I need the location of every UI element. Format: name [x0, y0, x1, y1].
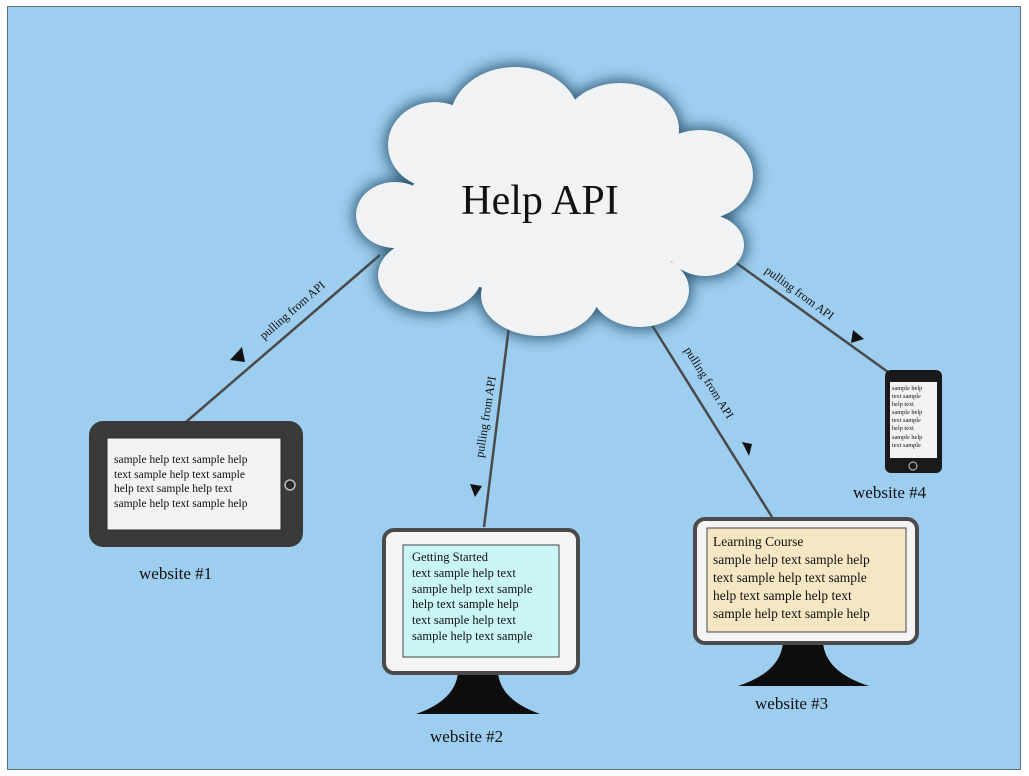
screen-heading: Getting Started — [412, 550, 489, 564]
screen-line: sample help text sample — [412, 581, 533, 596]
arrowhead-1 — [230, 347, 245, 362]
phone-device — [885, 370, 942, 473]
screen-line: help text sample help text — [713, 588, 852, 603]
website-1-caption: website #1 — [139, 564, 213, 583]
tablet-screen-text: sample help text sample help text sample… — [114, 453, 248, 511]
tablet-device — [89, 421, 303, 547]
screen-heading: Learning Course — [713, 534, 804, 549]
screen-line: text sample help text sample — [713, 570, 867, 585]
screen-line: text sample help text — [412, 565, 516, 580]
monitor-2-screen-text: Getting Started text sample help text sa… — [412, 550, 532, 645]
screen-line: text sample — [892, 393, 921, 401]
screen-line: sample help — [892, 409, 923, 417]
website-2-caption: website #2 — [430, 727, 504, 746]
screen-line: help text — [892, 425, 914, 433]
arrowhead-4 — [851, 330, 864, 343]
monitor-device-2 — [382, 528, 580, 714]
website-3-caption: website #3 — [755, 694, 829, 713]
connector-line-2 — [482, 317, 512, 528]
phone-screen-text: sample help text sample help text sample… — [892, 385, 922, 450]
connector-line-3 — [648, 321, 774, 518]
monitor-3-screen-text: Learning Course sample help text sample … — [713, 533, 870, 623]
screen-line: sample help — [892, 433, 923, 441]
screen-line: help text sample help — [412, 597, 519, 612]
screen-line: text sample help text sample — [114, 468, 245, 481]
screen-line: text sample — [892, 417, 921, 425]
screen-line: sample help — [892, 385, 923, 392]
screen-line: text sample help text — [412, 613, 516, 628]
monitor-stand — [738, 642, 869, 686]
cloud: Help API — [353, 64, 756, 339]
monitor-device-3 — [693, 517, 919, 686]
connector-label-4: pulling from API — [762, 263, 837, 323]
screen-line: sample help text sample help — [713, 606, 870, 621]
screen-line: sample help text sample help — [114, 454, 248, 466]
screen-line: help text sample help text — [114, 483, 233, 495]
arrowhead-2 — [470, 484, 482, 497]
screen-line: sample help text sample — [412, 628, 533, 643]
screen-line: sample help text sample help — [713, 552, 870, 567]
arrowhead-3 — [742, 442, 752, 456]
home-button-icon — [908, 461, 918, 471]
screen-line: text sample — [892, 441, 921, 449]
connector-label-3: pulling from API — [681, 344, 736, 421]
cloud-title: Help API — [461, 178, 619, 224]
home-button-icon — [284, 479, 296, 491]
connector-line-4 — [734, 260, 889, 374]
screen-line: sample help text sample help — [114, 497, 248, 510]
monitor-stand — [416, 672, 540, 714]
connector-line-1 — [185, 254, 381, 423]
website-4-caption: website #4 — [853, 483, 927, 502]
screen-line: help text — [892, 401, 914, 409]
